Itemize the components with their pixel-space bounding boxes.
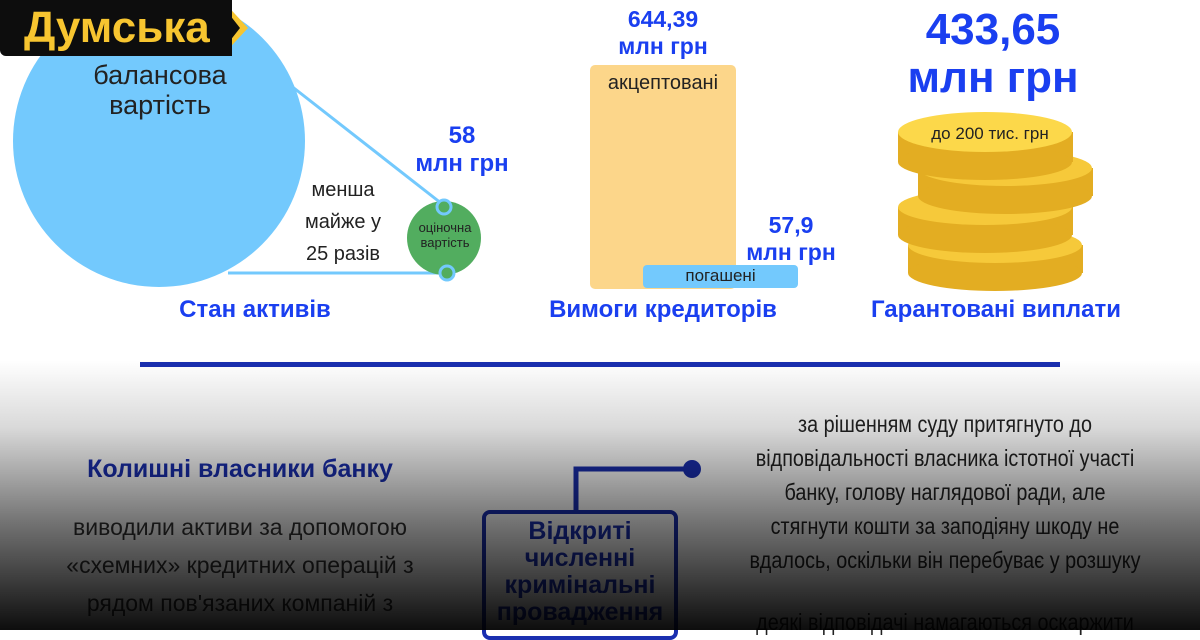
cases-text-line: за рішенням суду притягнуто до bbox=[798, 411, 1092, 437]
owners-text-line: рядом пов'язаних компаній з bbox=[86, 590, 394, 616]
cases-text-line: банку, голову наглядової ради, але bbox=[784, 479, 1106, 505]
owners-text: виводили активи за допомогою «схемних» к… bbox=[10, 508, 470, 622]
payouts-value-unit: млн грн bbox=[907, 53, 1079, 102]
cases-box: Відкриті численні кримінальні провадженн… bbox=[482, 510, 678, 640]
coin-label: до 200 тис. грн bbox=[931, 124, 1049, 143]
connector-dot bbox=[435, 198, 453, 216]
payouts-value-number: 433,65 bbox=[925, 5, 1061, 54]
repaid-value-number: 57,9 bbox=[768, 212, 814, 238]
accepted-bar bbox=[590, 65, 736, 289]
cases-text-line: вдалось, оскільки він перебуває у розшук… bbox=[749, 547, 1141, 573]
cases-box-line: Відкриті bbox=[528, 517, 632, 545]
comparison-text: менша майже у 25 разів bbox=[288, 174, 398, 270]
comparison-line: 25 разів bbox=[305, 243, 381, 265]
cases-text: за рішенням суду притягнуто до відповіда… bbox=[690, 407, 1200, 639]
owners-text-line: виводили активи за допомогою bbox=[73, 514, 407, 540]
creditors-title: Вимоги кредиторів bbox=[549, 296, 777, 323]
assets-value-number: 58 bbox=[448, 122, 476, 149]
cases-box-line: численні bbox=[524, 544, 636, 572]
assets-value-unit: млн грн bbox=[415, 150, 509, 177]
appraised-value-label: оціночна вартість bbox=[418, 220, 472, 250]
connector-dot bbox=[438, 264, 456, 282]
repaid-bar bbox=[643, 265, 798, 288]
cases-box-line: провадження bbox=[496, 598, 664, 626]
assets-title: Стан активів bbox=[179, 296, 331, 323]
coin-stack-icon bbox=[898, 112, 1093, 291]
cases-text-line: деякі відповідачі намагаються оскаржити bbox=[756, 609, 1134, 635]
comparison-line: менша bbox=[311, 179, 375, 201]
assets-diagram bbox=[13, 0, 481, 287]
accepted-label: акцептовані bbox=[607, 72, 719, 94]
owners-title: Колишні власники банку bbox=[87, 455, 393, 483]
coin bbox=[898, 112, 1093, 291]
connector-line bbox=[289, 83, 447, 209]
cases-connector bbox=[573, 460, 701, 513]
accepted-value-number: 644,39 bbox=[627, 6, 699, 32]
appraised-value-circle bbox=[407, 201, 481, 275]
logo[interactable]: Думська bbox=[0, 0, 232, 56]
payouts-title: Гарантовані виплати bbox=[871, 296, 1121, 323]
cases-text-line: стягнути кошти за заподіяну шкоду не bbox=[770, 513, 1120, 539]
book-value-circle bbox=[13, 0, 305, 287]
cases-text-line: відповідальності власника істотної участ… bbox=[755, 445, 1135, 471]
section-divider bbox=[140, 362, 1060, 367]
book-value-label: балансова вартість bbox=[93, 60, 227, 120]
repaid-value-unit: млн грн bbox=[746, 239, 836, 265]
cases-box-line: кримінальні bbox=[504, 571, 656, 599]
accepted-value-unit: млн грн bbox=[618, 33, 708, 59]
repaid-label: погашені bbox=[685, 266, 756, 285]
comparison-line: майже у bbox=[304, 211, 382, 233]
owners-text-line: «схемних» кредитних операцій з bbox=[66, 552, 414, 578]
